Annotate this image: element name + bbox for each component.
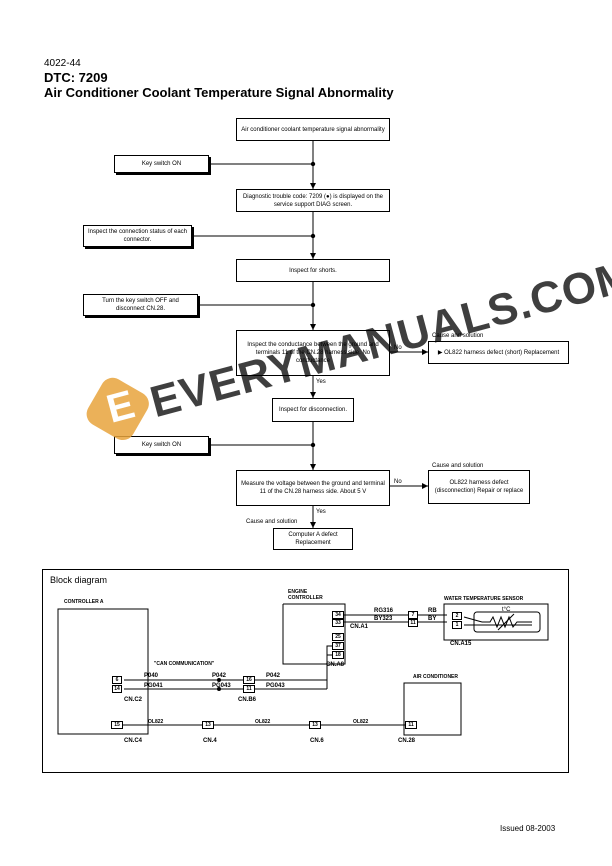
pin-cn28-11: 11 <box>405 721 417 729</box>
connector-cn-c4: CN.C4 <box>124 738 143 744</box>
pin-c4-15: 15 <box>111 721 123 729</box>
wire-p042-b: P042 <box>266 673 281 679</box>
page-code: 4022-44 <box>44 58 81 69</box>
connector-cn-a1: CN.A1 <box>350 624 369 630</box>
diag-code-box: Diagnostic trouble code: 7209 (●) is dis… <box>236 189 390 212</box>
pin-a1-11: 11 <box>408 619 418 627</box>
pin-a1-34: 34 <box>332 611 344 619</box>
result-box-2: OL822 harness defect (disconnection) Rep… <box>428 470 530 504</box>
wire-rg316: RG316 <box>374 608 394 614</box>
result-box-1: ▶ OL822 harness defect (short) Replaceme… <box>428 341 569 364</box>
dtc-code: DTC: 7209 <box>44 70 108 85</box>
conductance-box: Inspect the conductance between the grou… <box>236 330 390 376</box>
engine-controller-label: ENGINE CONTROLLER <box>288 589 323 601</box>
connector-cn-28: CN.28 <box>398 738 416 744</box>
key-off-box: Turn the key switch OFF and disconnect C… <box>83 294 198 316</box>
block-diagram-title: Block diagram <box>50 575 108 585</box>
inspect-connectors-box: Inspect the connection status of each co… <box>83 225 192 247</box>
flow-start-box: Air conditioner coolant temperature sign… <box>236 118 390 141</box>
cause-label-3: Cause and solution <box>246 519 298 525</box>
issued-date: Issued 08-2003 <box>500 824 556 833</box>
flowchart-lines <box>192 141 428 528</box>
yes-label-1: Yes <box>316 379 326 385</box>
connector-cn-4: CN.4 <box>203 738 217 744</box>
controller-a-label: CONTROLLER A <box>64 599 104 605</box>
wire-ol822-b: OL822 <box>255 719 271 725</box>
pin-b6-16: 16 <box>243 676 255 684</box>
wire-p040: P040 <box>144 673 159 679</box>
yes-label-2: Yes <box>316 509 326 515</box>
pin-a8-18: 18 <box>332 651 344 659</box>
connector-cn-a8: CN.A8 <box>326 662 345 668</box>
no-label-2: No <box>394 479 402 485</box>
wire-by: BY <box>428 616 437 622</box>
pin-a1-7: 7 <box>408 611 418 619</box>
page-title: Air Conditioner Coolant Temperature Sign… <box>44 85 394 100</box>
pin-c2-6: 6 <box>112 676 122 684</box>
connector-cn-a15: CN.A15 <box>450 641 472 647</box>
connector-cn-c2: CN.C2 <box>124 697 143 703</box>
wire-rb: RB <box>428 608 437 614</box>
wire-pg041: PG041 <box>144 683 163 689</box>
pin-cn6-13: 13 <box>309 721 321 729</box>
pin-cn4-13: 13 <box>202 721 214 729</box>
voltage-box: Measure the voltage between the ground a… <box>236 470 390 506</box>
pin-a15-2: 2 <box>452 612 462 620</box>
pin-a8-25: 25 <box>332 633 344 641</box>
inspect-shorts-box: Inspect for shorts. <box>236 259 390 282</box>
pin-a15-1: 1 <box>452 621 462 629</box>
sensor-temp-label: t°C <box>502 607 511 613</box>
inspect-disconnection-box: Inspect for disconnection. <box>272 398 354 422</box>
wire-by323: BY323 <box>374 616 393 622</box>
can-communication-label: "CAN COMMUNICATION" <box>154 661 215 667</box>
pin-c2-14: 14 <box>112 685 122 693</box>
block-diagram-frame <box>42 569 569 773</box>
wire-ol822-c: OL822 <box>353 719 369 725</box>
pin-a1-33: 33 <box>332 619 344 627</box>
wire-pg043-a: PG043 <box>212 683 231 689</box>
cause-label-2: Cause and solution <box>432 463 484 469</box>
wire-pg043-b: PG043 <box>266 683 285 689</box>
pin-a8-37: 37 <box>332 642 344 650</box>
pin-b6-11: 11 <box>243 685 255 693</box>
key-switch-on-box: Key switch ON <box>114 155 209 173</box>
connector-cn-6: CN.6 <box>310 738 324 744</box>
wire-p042-a: P042 <box>212 673 227 679</box>
result-box-3: Computer A defect Replacement <box>273 528 353 550</box>
wire-ol822-a: OL822 <box>148 719 164 725</box>
water-sensor-label: WATER TEMPERATURE SENSOR <box>444 596 524 602</box>
cause-label-1: Cause and solution <box>432 333 484 339</box>
no-label-1: No <box>394 345 402 351</box>
connector-cn-b6: CN.B6 <box>238 697 257 703</box>
air-conditioner-label: AIR CONDITIONER <box>413 674 458 680</box>
